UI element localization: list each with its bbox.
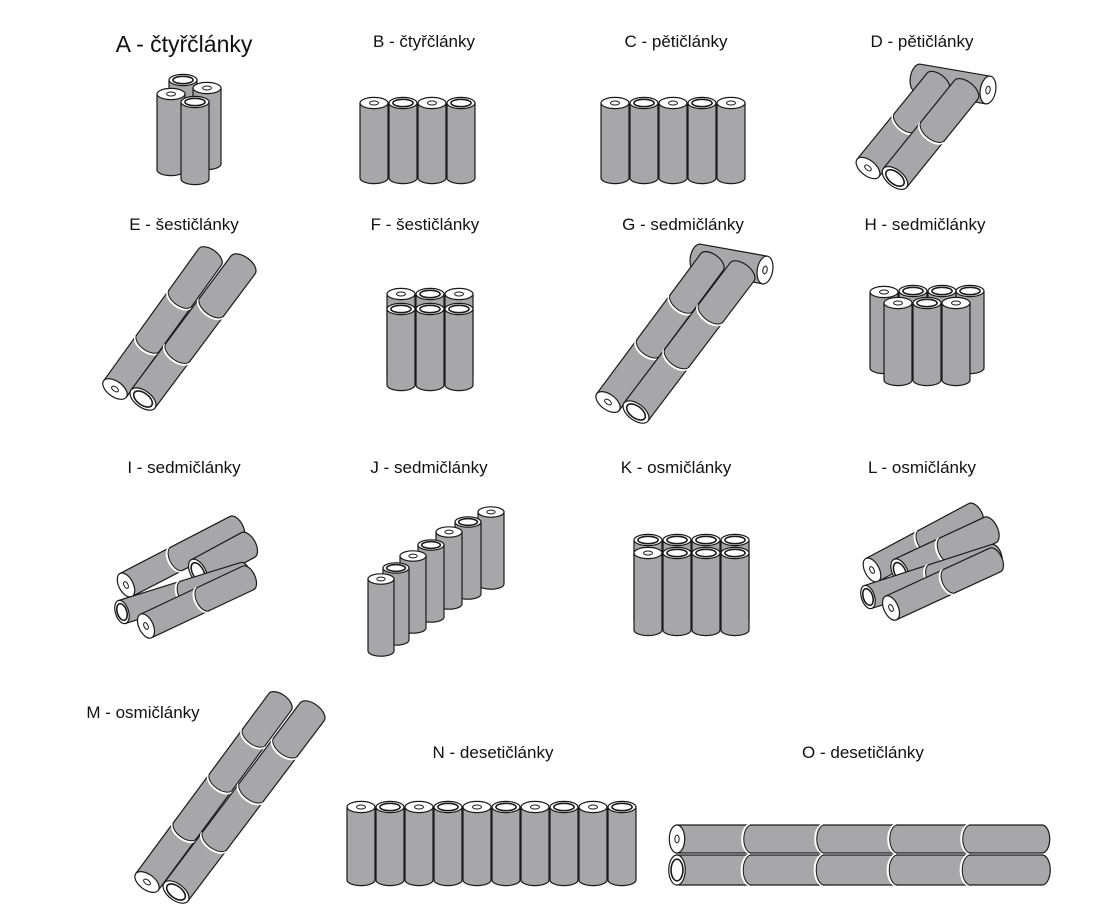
battery-cell (629, 96, 659, 185)
battery-cell (444, 302, 474, 392)
pack-j (367, 506, 505, 657)
battery-cell (433, 800, 463, 887)
battery-cell (720, 546, 750, 637)
pack-g (595, 243, 774, 424)
panel-labels: A - čtyřčlánky B - čtyřčlánky C - pětičl… (86, 31, 986, 762)
battery-cell (367, 573, 395, 657)
pack-n (346, 800, 637, 887)
pack-f (386, 287, 474, 392)
battery-cell (388, 96, 418, 185)
cell-drawings (102, 63, 1051, 904)
battery-cell (417, 96, 447, 185)
pack-d (855, 63, 997, 190)
battery-cell (668, 823, 1051, 855)
battery-cell (687, 96, 717, 185)
battery-cell (129, 253, 257, 411)
pack-l (860, 502, 1005, 621)
label-g: G - sedmičlánky (622, 215, 744, 234)
battery-cell (446, 96, 476, 185)
battery-cell (375, 800, 405, 887)
label-l: L - osmičlánky (868, 458, 977, 477)
battery-cell (549, 800, 579, 887)
battery-cell (668, 853, 1051, 887)
label-k: K - osmičlánky (621, 458, 732, 477)
label-i: I - sedmičlánky (127, 458, 241, 477)
label-c: C - pětičlánky (625, 32, 728, 51)
pack-b (359, 96, 476, 185)
battery-cell (633, 546, 663, 637)
label-j: J - sedmičlánky (370, 458, 488, 477)
label-h: H - sedmičlánky (865, 215, 986, 234)
pack-c (600, 96, 746, 185)
label-o: O - desetičlánky (802, 743, 924, 762)
battery-cell (716, 96, 746, 185)
battery-cell (622, 260, 756, 424)
battery-cell (941, 296, 971, 387)
battery-cell (386, 302, 416, 392)
battery-cell (578, 800, 608, 887)
pack-o (668, 823, 1051, 887)
battery-cell (359, 96, 389, 185)
pack-a (156, 73, 222, 186)
battery-cell (136, 565, 258, 639)
battery-cell (180, 95, 210, 186)
label-b: B - čtyřčlánky (373, 32, 476, 51)
pack-h (869, 284, 985, 387)
battery-cell (600, 96, 630, 185)
label-e: E - šestičlánky (129, 215, 239, 234)
battery-cell (462, 800, 492, 887)
battery-cell (520, 800, 550, 887)
label-f: F - šestičlánky (371, 215, 480, 234)
battery-cell (691, 546, 721, 637)
label-d: D - pětičlánky (871, 32, 974, 51)
battery-cell (881, 78, 980, 190)
label-a: A - čtyřčlánky (116, 31, 253, 57)
battery-cell (477, 506, 505, 590)
pack-k (633, 533, 750, 637)
battery-cell (415, 302, 445, 392)
battery-cell (346, 800, 376, 887)
battery-cell (595, 251, 725, 413)
label-m: M - osmičlánky (86, 703, 200, 722)
battery-cell (912, 296, 942, 387)
pack-e (102, 246, 257, 411)
battery-cell (662, 546, 692, 637)
battery-cell (102, 246, 223, 400)
battery-cell (134, 691, 293, 893)
battery-cell (162, 700, 326, 904)
battery-cell (404, 800, 434, 887)
pack-i (114, 515, 259, 639)
battery-cell (607, 800, 637, 887)
label-n: N - desetičlánky (433, 743, 554, 762)
battery-cell (491, 800, 521, 887)
battery-cell (881, 547, 1005, 621)
battery-cell (658, 96, 688, 185)
battery-cell (883, 296, 913, 387)
pack-m (134, 691, 326, 904)
